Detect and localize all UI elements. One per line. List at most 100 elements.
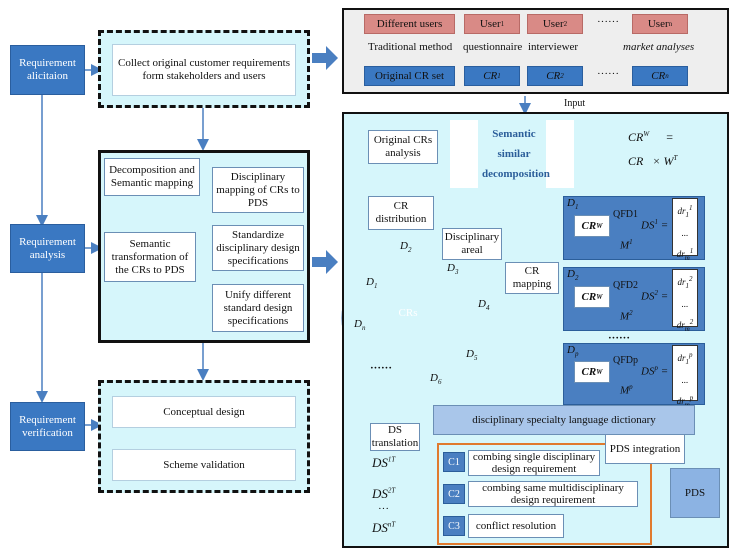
ds-1t: DS1T <box>372 455 395 471</box>
collect-text: Collect original customer requirements f… <box>118 57 290 82</box>
conceptual-text: Conceptual design <box>163 405 245 418</box>
ds-translation-box: DS translation <box>370 423 420 451</box>
ds-nt: DSnT <box>372 520 395 536</box>
qfdp-r1-t: dr <box>677 353 686 363</box>
d1-s: 1 <box>373 282 378 291</box>
block-arrow-mid <box>312 250 338 274</box>
eq-t: T <box>673 154 678 162</box>
requirement-verification: Requirement verification <box>10 402 85 451</box>
semantic-transformation-text: Semantic transformation of the CRs to PD… <box>111 237 189 276</box>
qfdp-r1: dr1p <box>673 346 697 371</box>
requirement-elicitation: Requirement alicitaion <box>10 45 85 95</box>
block-arrow-top <box>312 46 338 70</box>
standardize-text: Standardize disciplinary design specific… <box>216 228 300 267</box>
eq-cr: CR <box>628 130 644 144</box>
qfdp-r3-s: m <box>685 401 690 409</box>
qfd1-ds-s: 1 <box>654 218 658 226</box>
original-crs-box: Original CRs analysis <box>368 130 438 164</box>
qfd2-ds: DS2 = <box>641 289 669 303</box>
dn-t: D <box>354 318 362 330</box>
ds-dots: ··· <box>378 503 389 515</box>
qfdp-discipline: Dp <box>567 344 578 358</box>
standardize-box: Standardize disciplinary design specific… <box>212 225 304 271</box>
qfd2-r2: ... <box>681 298 689 309</box>
crs-center-label: CRs <box>398 307 418 319</box>
scheme-text: Scheme validation <box>163 458 245 471</box>
qfd1-vector: dr11 ... drm1 <box>672 198 698 262</box>
c3-text: conflict resolution <box>475 519 557 532</box>
crn-label: CR <box>651 69 666 82</box>
collect-box: Collect original customer requirements f… <box>112 44 296 96</box>
qfdp-ds: p <box>574 350 579 359</box>
qfd1-r1-s: 1 <box>685 210 690 219</box>
qfd1-r3-s: m <box>684 253 690 262</box>
qfd1-discipline: D1 <box>567 197 578 211</box>
qfd2-r1-p: 2 <box>689 275 693 283</box>
ring-label-dn: Dn <box>354 318 365 332</box>
cr-mapping-text: CR mapping <box>512 265 552 290</box>
original-cr-set-label: Original CR set <box>374 69 445 82</box>
c2-badge: C2 <box>443 484 465 504</box>
decomposition-text: Decomposition and Semantic mapping <box>109 164 195 189</box>
qfdp-r1-s: 1 <box>685 357 690 366</box>
qfd1-ds: DS1 = <box>641 218 669 232</box>
scheme-validation-box: Scheme validation <box>112 449 296 481</box>
d4-s: 4 <box>485 304 490 313</box>
c3-badge: C3 <box>443 516 465 536</box>
qfd2-r3: drm2 <box>673 313 697 338</box>
d5-s: 5 <box>473 354 478 363</box>
d3-s: 3 <box>454 268 459 277</box>
qfd2-m-t: M <box>620 310 630 323</box>
qfdp-m-s: p <box>629 383 633 391</box>
qfdp-m-t: M <box>620 384 630 397</box>
qfd2-cr: CR <box>581 290 597 303</box>
ring-dots: ······ <box>370 362 393 374</box>
unify-box: Unify different standard design specific… <box>212 284 304 332</box>
qfd-dots: ······ <box>608 332 631 344</box>
pds-text: PDS <box>684 487 706 499</box>
different-users-label: Different users <box>376 18 443 30</box>
qfd1-r3: drm1 <box>673 242 697 267</box>
ring-label-d5: D5 <box>466 348 477 362</box>
unify-text: Unify different standard design specific… <box>223 288 293 327</box>
qfd2-r3-p: 2 <box>689 317 694 326</box>
ring-label-d4: D4 <box>478 298 489 312</box>
eq-times: × W <box>652 154 674 168</box>
d2-t: D <box>400 240 408 252</box>
qfd1-ds-t: DS <box>641 219 655 232</box>
d5-t: D <box>466 348 474 360</box>
cr2-sub: 2 <box>560 71 564 80</box>
ds-2t-t: DS <box>372 486 388 501</box>
ds-1t-s: 1T <box>387 455 396 464</box>
qfd2-r1-s: 1 <box>685 281 690 290</box>
user1-sub: 1 <box>500 20 505 28</box>
different-users-box: Different users <box>364 14 455 34</box>
qfd1-r1-t: dr <box>677 206 686 216</box>
qfd2-r3-s: m <box>684 324 690 333</box>
qfd2-discipline: D2 <box>567 268 578 282</box>
cr1-sub: 1 <box>497 71 501 80</box>
requirement-analysis: Requirement analysis <box>10 224 85 273</box>
verification-label: Requirement verification <box>19 413 76 439</box>
decomposition-box: Decomposition and Semantic mapping <box>104 158 200 196</box>
qfdp-r3-p: p <box>689 393 694 402</box>
d1-t: D <box>366 276 374 288</box>
traditional-method-label: Traditional method <box>368 41 453 53</box>
ring-label-d1: D1 <box>366 276 377 290</box>
qfd1-m-t: M <box>620 239 630 252</box>
cr-dots: ······ <box>597 68 619 80</box>
qfd2-m-s: 2 <box>629 309 633 317</box>
ds-2t-s: 2T <box>387 486 396 495</box>
qfd1-w: W <box>596 221 603 230</box>
c3-box: conflict resolution <box>468 514 564 538</box>
qfd2-ds: 2 <box>574 274 579 283</box>
questionnaire-label: questionnaire <box>463 41 523 53</box>
qfd2-ds-s: 2 <box>654 289 658 297</box>
qfdp-ds-t: DS <box>641 365 655 378</box>
